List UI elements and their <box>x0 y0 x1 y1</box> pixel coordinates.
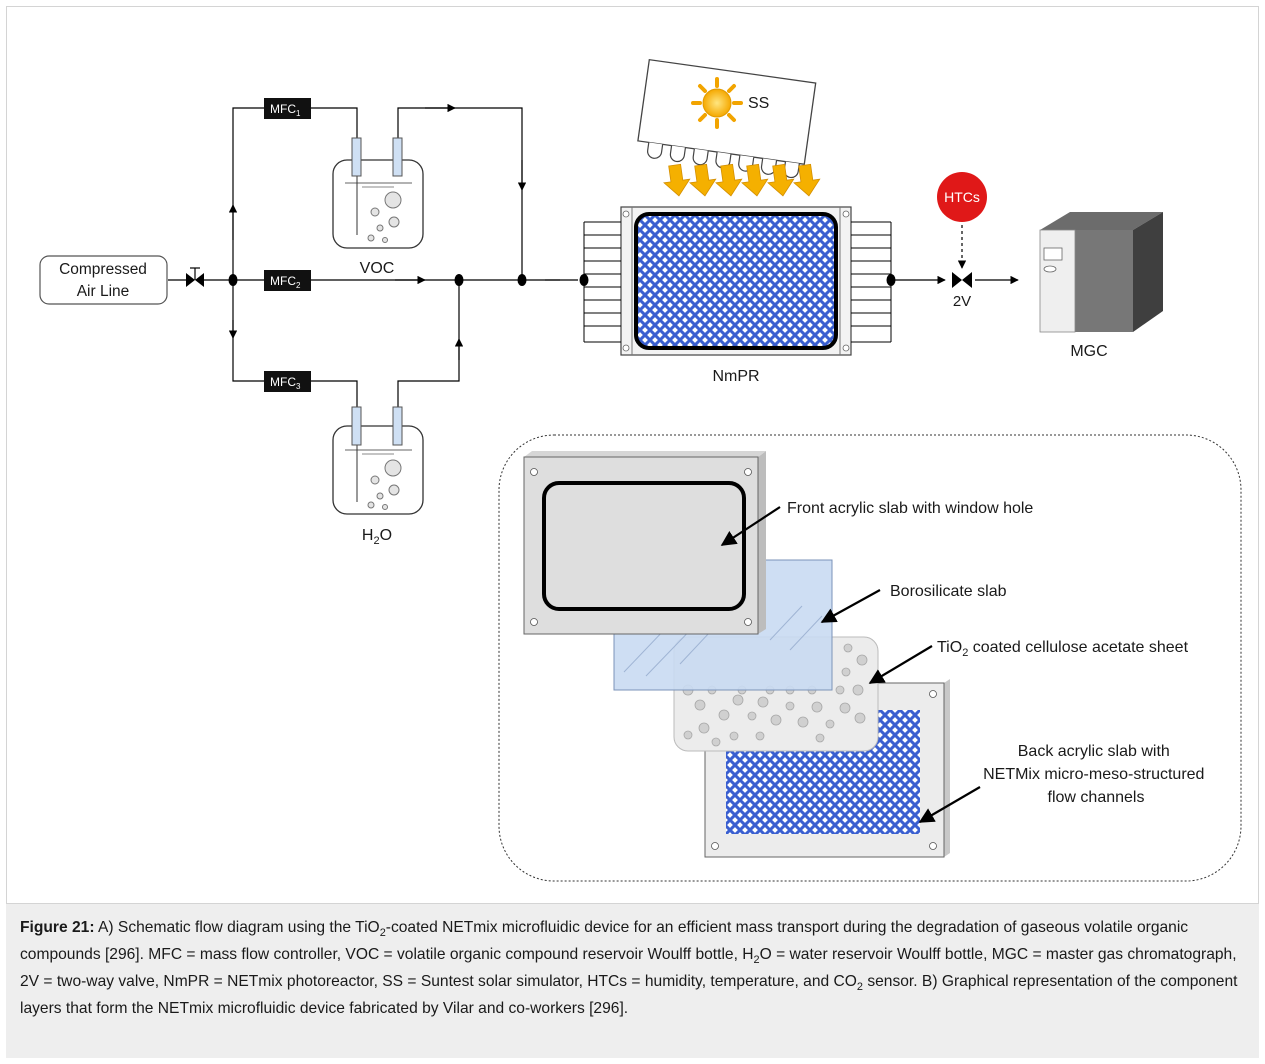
caption-sub-3: 2 <box>856 981 863 994</box>
nmpr-outlet-manifold <box>851 221 892 343</box>
front-slab-label: Front acrylic slab with window hole <box>787 500 1033 517</box>
mfc-1: MFC1 <box>264 98 311 119</box>
sun-icon <box>691 77 743 129</box>
nmpr-inlet-manifold <box>583 221 621 343</box>
back-slab-label: Back acrylic slab with NETMix micro-meso… <box>983 743 1209 806</box>
solar-simulator <box>637 58 817 179</box>
front-acrylic-slab <box>523 451 766 635</box>
layers-panel <box>498 434 1242 882</box>
compressed-air-label-1: Compressed <box>59 261 147 278</box>
svg-text:MFC3: MFC3 <box>270 375 301 391</box>
htcs-label: HTCs <box>944 189 980 205</box>
tio2-sheet-label: TiO2 coated cellulose acetate sheet <box>937 639 1189 659</box>
caption-text-1: A) Schematic flow diagram using the TiO <box>94 919 380 936</box>
mgc-instrument-icon <box>1039 212 1163 333</box>
mgc-label: MGC <box>1070 343 1107 360</box>
svg-text:MFC1: MFC1 <box>270 102 301 118</box>
valve-2v-label: 2V <box>953 293 971 310</box>
voc-bottle-icon <box>332 137 424 249</box>
caption-text-3: O = water reservoir Woulff bottle, MGC =… <box>20 946 1237 991</box>
layer-pointer-arrows <box>720 506 981 823</box>
nmpr-label: NmPR <box>712 368 759 385</box>
inlet-valve-icon <box>186 267 204 287</box>
htcs-sensor <box>937 172 987 222</box>
borosilicate-label: Borosilicate slab <box>890 583 1007 600</box>
caption-sub-1: 2 <box>379 927 386 940</box>
svg-text:MFC2: MFC2 <box>270 274 301 290</box>
compressed-air-box <box>39 255 168 305</box>
caption-text-2: -coated NETmix microfluidic device for a… <box>20 919 1189 964</box>
light-arrows <box>663 163 821 197</box>
two-way-valve-icon <box>952 272 972 288</box>
caption-label: Figure 21: <box>20 919 95 936</box>
figure-caption: Figure 21: A) Schematic flow diagram usi… <box>6 903 1259 1058</box>
mfc-2: MFC2 <box>264 270 311 291</box>
water-label: H2O <box>362 527 392 547</box>
mfc-3: MFC3 <box>264 371 311 392</box>
ss-label: SS <box>748 95 769 112</box>
caption-text-4: sensor. B) Graphical representation of t… <box>20 973 1238 1018</box>
nmpr-reactor <box>620 206 852 356</box>
caption-sub-2: 2 <box>753 954 760 967</box>
water-bottle-icon <box>332 406 424 515</box>
voc-label: VOC <box>360 260 395 277</box>
compressed-air-label-2: Air Line <box>77 283 130 300</box>
